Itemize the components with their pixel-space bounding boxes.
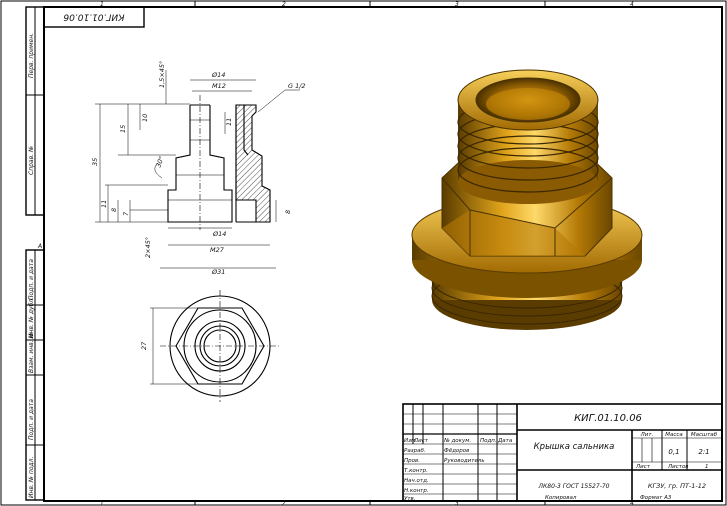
col-header-date: Дата — [497, 438, 513, 444]
top-view — [150, 290, 280, 402]
dim-h15: 15 — [119, 125, 127, 133]
stamp-sign-date-1: Подп. и дата — [28, 259, 35, 300]
border-mark-bottom-3: 3 — [455, 500, 459, 506]
part-3d-render — [411, 69, 643, 330]
material: ЛК80-3 ГОСТ 15527-70 — [537, 483, 609, 490]
format-label: Формат А3 — [640, 495, 672, 501]
dim-h7: 7 — [122, 211, 130, 216]
role-approved: Утв. — [404, 496, 416, 502]
border-mark-left-a: А — [37, 243, 42, 250]
dim-angle-30: 30° — [154, 155, 165, 169]
dim-chamfer-bottom: 2×45° — [144, 237, 152, 258]
dim-h8-left: 8 — [110, 208, 118, 212]
role-developer: Разраб. — [404, 448, 426, 454]
role-checker: Пров. — [404, 458, 420, 464]
border-mark-bottom-4: 4 — [630, 500, 634, 506]
border-marks: 1 2 3 4 1 2 3 4 А — [37, 1, 634, 506]
front-view — [167, 95, 271, 230]
dim-d31: Ø31 — [211, 268, 225, 276]
scale-value: 2:1 — [698, 448, 709, 456]
stamp-first-use: Перв. примен. — [28, 33, 35, 78]
border-mark-top-4: 4 — [630, 1, 634, 8]
sheet-label: Лист — [635, 464, 651, 470]
border-mark-top-1: 1 — [100, 1, 104, 8]
dim-h8-right: 8 — [284, 210, 292, 214]
role-head: Нач.отд. — [404, 478, 429, 484]
dim-d14-top: Ø14 — [211, 71, 225, 79]
role-ncontrol: Н.контр. — [404, 488, 429, 494]
border-mark-bottom-1: 1 — [100, 500, 104, 506]
dim-m27: M27 — [210, 246, 225, 254]
stamp-replace-inv: Взам. инв. № — [28, 332, 35, 373]
dim-h27: 27 — [140, 341, 148, 350]
border-mark-top-3: 3 — [455, 1, 459, 8]
copied-label: Копировал — [545, 495, 577, 501]
side-stamp: Перв. примен. Справ. № Подп. и дата Инв.… — [25, 6, 45, 501]
border-mark-bottom-2: 2 — [282, 500, 286, 506]
sheets-count: 1 — [705, 464, 709, 470]
dimension-lines — [95, 70, 300, 269]
lit-header: Лит. — [640, 432, 654, 438]
dim-thread-g: G 1/2 — [288, 82, 306, 90]
border-mark-top-2: 2 — [282, 1, 286, 8]
stamp-ref-no: Справ. № — [28, 146, 35, 175]
organization: КГЗУ, гр. ПТ-1-12 — [648, 482, 706, 490]
stamp-sign-date-2: Подп. и дата — [28, 399, 35, 440]
scale-header: Масштаб — [691, 432, 718, 438]
stamp-orig-inv: Инв. № подл. — [28, 457, 35, 498]
drawing-code: КИГ.01.10.06 — [574, 413, 642, 424]
col-header-izm: Изм. — [404, 438, 417, 444]
mass-header: Масса — [665, 432, 683, 438]
rotated-code-box: КИГ.01.10.06 — [43, 6, 145, 28]
title-block-text: КИГ.01.10.06 Крышка сальника ЛК80-3 ГОСТ… — [404, 413, 718, 502]
dim-d14-bottom: Ø14 — [212, 230, 226, 238]
dim-h11-inner: 11 — [225, 118, 233, 126]
col-header-list: Лист — [413, 438, 429, 444]
dimension-texts: 1,5×45° Ø14 M12 G 1/2 10 15 35 11 11 8 7… — [91, 61, 306, 350]
title-block — [402, 403, 723, 502]
role-tcontrol: Т.контр. — [404, 468, 428, 474]
part-name: Крышка сальника — [534, 442, 615, 452]
dim-chamfer-top: 1,5×45° — [158, 61, 166, 88]
rotated-drawing-code: КИГ.01.10.06 — [63, 12, 124, 22]
dim-h11-left: 11 — [100, 200, 108, 208]
dim-h10: 10 — [141, 114, 149, 122]
name-checker: Руководитель — [444, 458, 485, 464]
dim-h35: 35 — [91, 158, 99, 166]
dim-m12: M12 — [212, 82, 226, 90]
sheets-label: Листов — [667, 464, 689, 470]
name-developer: Фёдоров — [444, 448, 469, 454]
col-header-doc: № докум. — [443, 438, 471, 444]
stamp-dup-inv: Инв. № дубл. — [28, 297, 35, 338]
mass-value: 0,1 — [668, 448, 679, 456]
col-header-sign: Подп. — [480, 438, 497, 444]
